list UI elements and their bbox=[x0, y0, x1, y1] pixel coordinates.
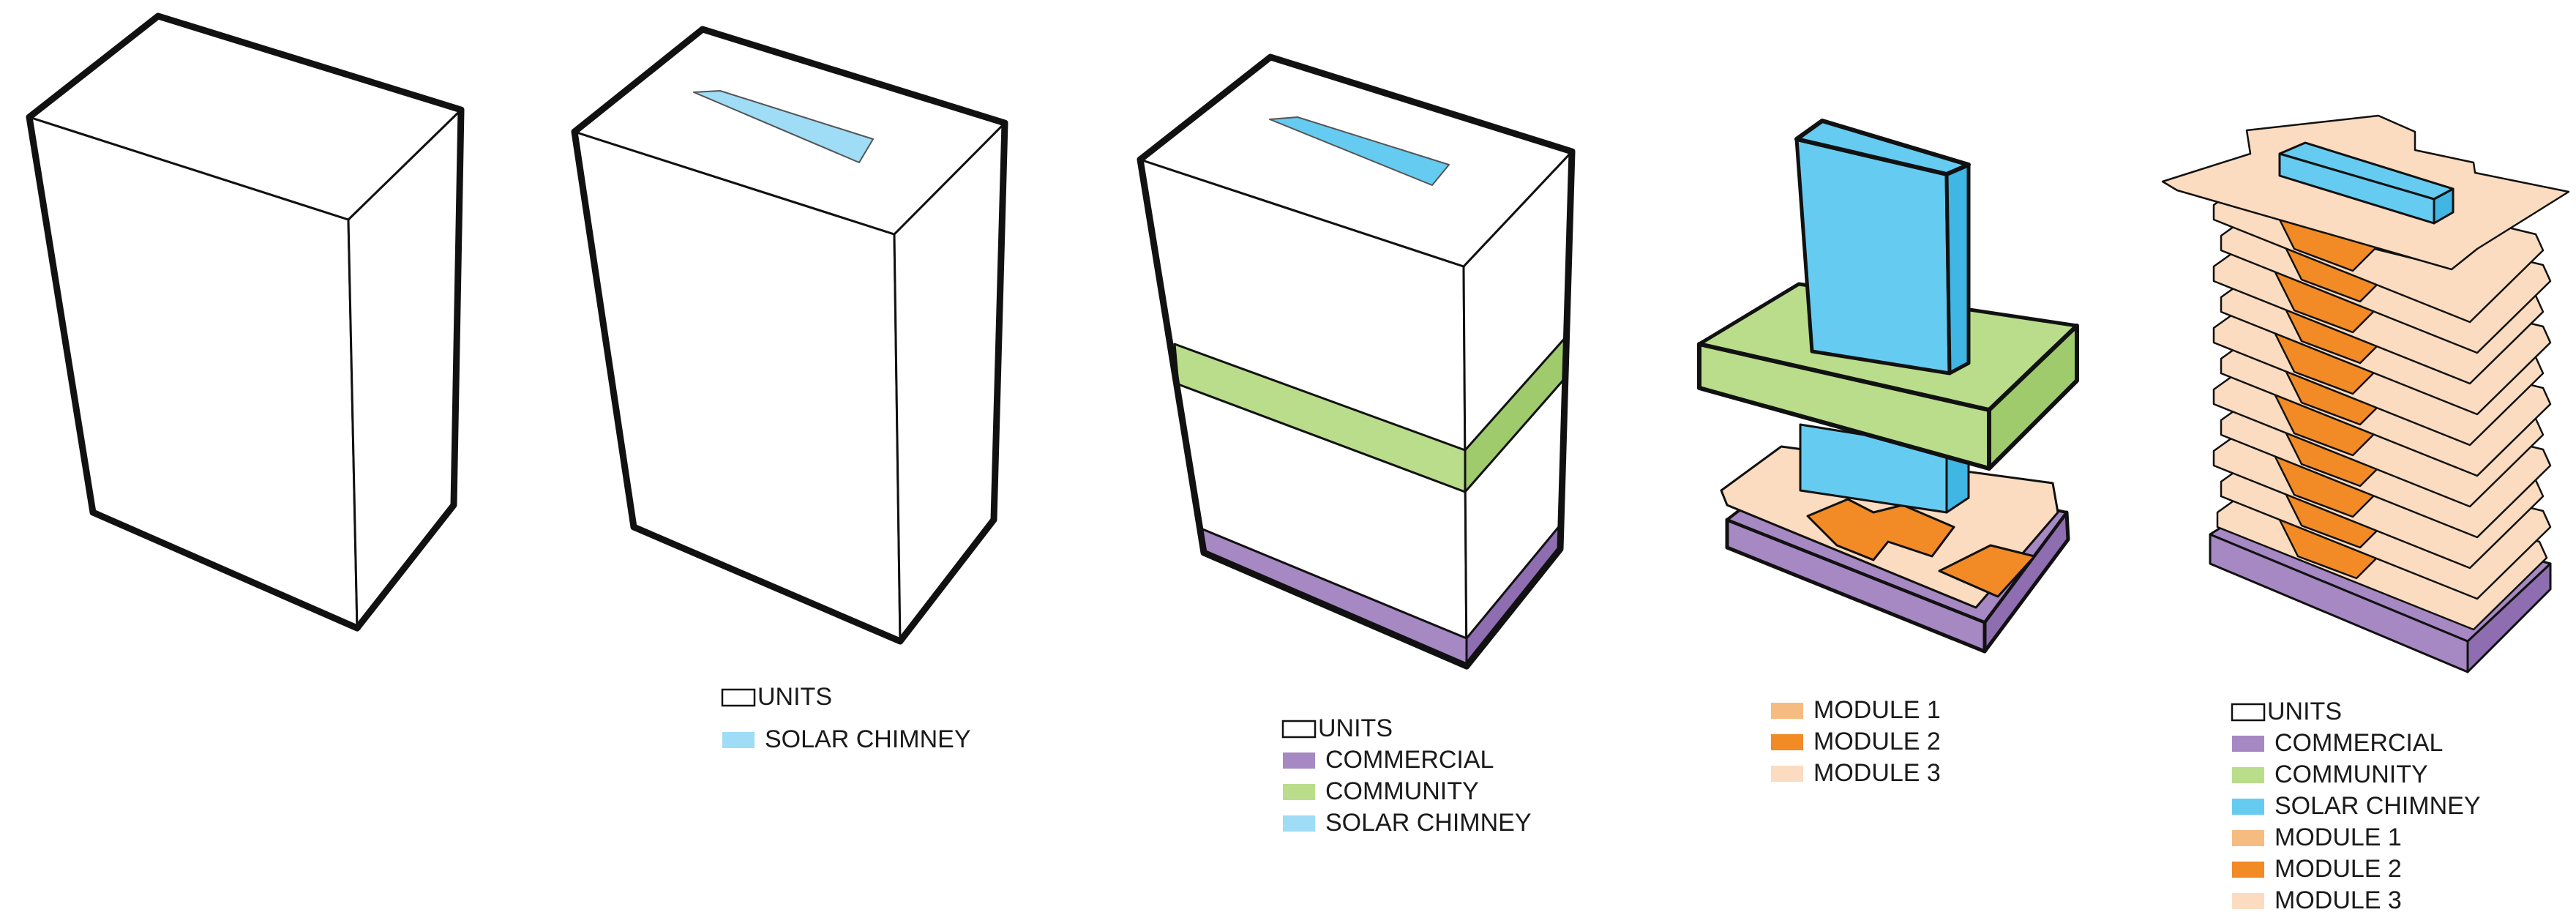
diagram-3-program-massing bbox=[1140, 57, 1572, 666]
legend-label: MODULE 1 bbox=[1813, 696, 1941, 724]
legend-swatch bbox=[1771, 703, 1803, 719]
legend-label: COMMUNITY bbox=[1325, 777, 1479, 805]
legend-swatch bbox=[722, 690, 755, 706]
legend-swatch bbox=[1771, 766, 1803, 782]
legend-label: COMMERCIAL bbox=[1325, 746, 1494, 774]
legend-label: UNITS bbox=[2267, 698, 2342, 725]
legend-swatch bbox=[1771, 734, 1803, 750]
legend-swatch bbox=[1283, 752, 1315, 769]
legend-label: COMMUNITY bbox=[2274, 761, 2428, 788]
legend-diagram-2: UNITS SOLAR CHIMNEY bbox=[722, 683, 971, 753]
diagram-1-massing-box bbox=[29, 16, 461, 628]
legend-swatch bbox=[2232, 893, 2264, 909]
legend-label: MODULE 3 bbox=[1813, 759, 1941, 787]
legend-diagram-3: UNITS COMMERCIAL COMMUNITY SOLAR CHIMNEY bbox=[1283, 714, 1532, 837]
legend-label: MODULE 2 bbox=[1813, 728, 1941, 755]
chimney-tower-front bbox=[1797, 139, 1950, 373]
legend-label: SOLAR CHIMNEY bbox=[1325, 809, 1532, 837]
legend-label: MODULE 2 bbox=[2274, 855, 2402, 883]
legend-label: UNITS bbox=[757, 683, 832, 711]
legend-label: MODULE 3 bbox=[2274, 886, 2402, 914]
legend-swatch bbox=[722, 732, 755, 748]
legend-label: SOLAR CHIMNEY bbox=[765, 725, 971, 753]
legend-swatch bbox=[1283, 784, 1315, 800]
legend-swatch bbox=[2232, 830, 2264, 846]
legend-swatch bbox=[2232, 799, 2264, 815]
legend-swatch bbox=[2232, 736, 2264, 752]
legend-swatch bbox=[1283, 815, 1315, 832]
legend-swatch bbox=[2232, 862, 2264, 878]
diagram-4-exploded-modules bbox=[1699, 121, 2077, 651]
legend-diagram-4: MODULE 1 MODULE 2 MODULE 3 bbox=[1771, 696, 1941, 787]
chimney-tower-side bbox=[1947, 165, 1969, 373]
legend-label: MODULE 1 bbox=[2274, 824, 2402, 851]
legend-label: COMMERCIAL bbox=[2274, 729, 2443, 757]
legend-label: SOLAR CHIMNEY bbox=[2274, 792, 2481, 820]
legend-swatch bbox=[2232, 767, 2264, 783]
diagram-2-massing-with-chimney bbox=[574, 29, 1005, 641]
legend-swatch bbox=[1283, 721, 1315, 737]
legend-swatch bbox=[2232, 704, 2264, 720]
legend-label: UNITS bbox=[1318, 714, 1393, 742]
diagram-5-stacked-floors bbox=[2163, 116, 2569, 672]
legend-diagram-5: UNITS COMMERCIAL COMMUNITY SOLAR CHIMNEY MOD… bbox=[2232, 698, 2481, 914]
